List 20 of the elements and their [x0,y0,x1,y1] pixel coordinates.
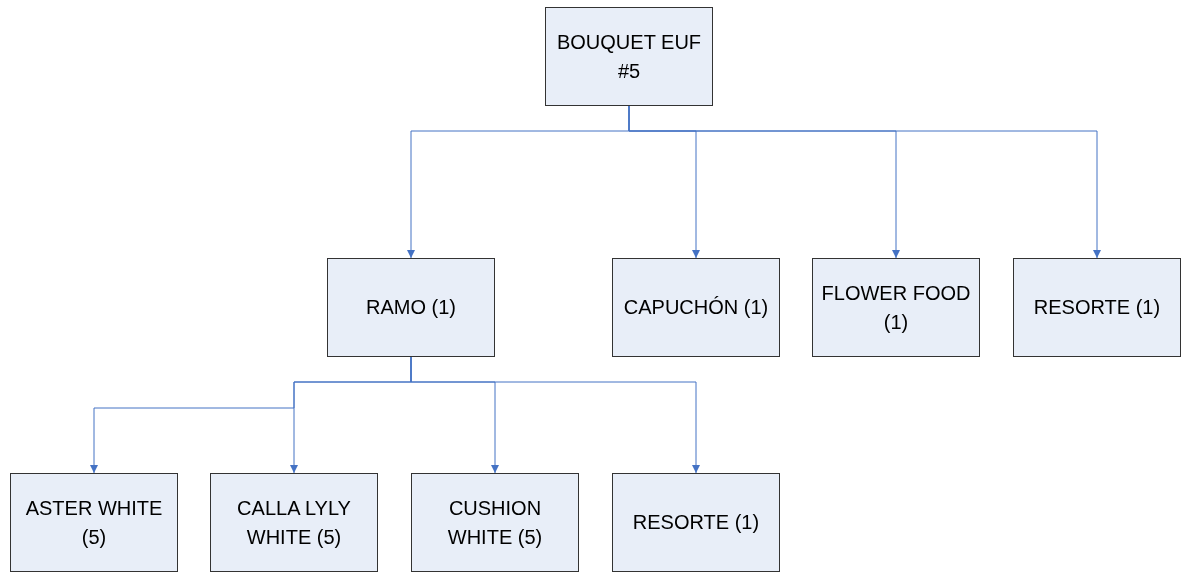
part-box [210,473,378,572]
part-box [1013,258,1181,357]
part-box [10,473,178,572]
part-label: CAPUCHÓN (1) [623,295,769,320]
part-box [812,258,980,357]
part-label: CUSHION WHITE (5) [446,495,544,550]
part-box [411,473,579,572]
part-label: FLOWER FOOD (1) [821,280,971,335]
part-label: RAMO (1) [366,295,456,320]
part-box [327,258,495,357]
part-label: ASTER WHITE (5) [24,495,164,550]
connector-arrow [628,105,1101,259]
part-label: RESORTE (1) [1033,295,1161,320]
part-box [612,473,780,572]
part-label: BOUQUET EUF #5 [555,29,703,84]
part-label: CALLA LYLY WHITE (5) [236,495,352,550]
part-box [545,7,713,106]
part-box [612,258,780,357]
connector-arrow [410,356,700,474]
part-label: RESORTE (1) [632,510,760,535]
